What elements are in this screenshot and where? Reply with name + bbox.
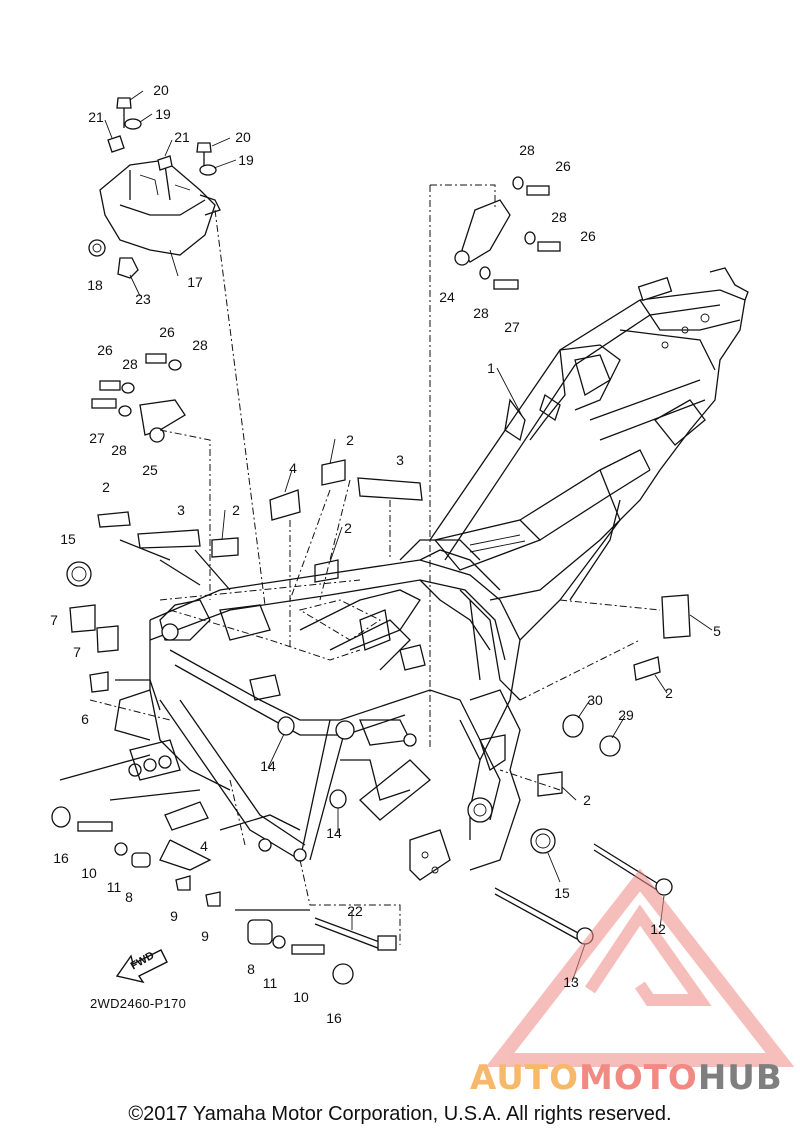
callout-24: 24 bbox=[439, 289, 455, 305]
main-frame bbox=[114, 539, 521, 881]
callout-28: 28 bbox=[473, 305, 489, 321]
callout-2: 2 bbox=[344, 520, 352, 536]
callout-7: 7 bbox=[50, 612, 58, 628]
reference-code: 2WD2460-P170 bbox=[90, 996, 187, 1011]
callout-8: 8 bbox=[247, 961, 255, 977]
callout-14: 14 bbox=[326, 825, 342, 841]
callout-27: 27 bbox=[89, 430, 105, 446]
callout-10: 10 bbox=[81, 865, 97, 881]
callout-27: 27 bbox=[504, 319, 520, 335]
callout-15: 15 bbox=[60, 531, 76, 547]
callout-28: 28 bbox=[111, 442, 127, 458]
callout-12: 12 bbox=[650, 921, 666, 937]
callout-3: 3 bbox=[396, 452, 404, 468]
callout-28: 28 bbox=[122, 356, 138, 372]
callout-4: 4 bbox=[200, 838, 208, 854]
callout-26: 26 bbox=[580, 228, 596, 244]
callout-20: 20 bbox=[153, 82, 169, 98]
callout-13: 13 bbox=[563, 974, 579, 990]
callout-28: 28 bbox=[192, 337, 208, 353]
callout-28: 28 bbox=[551, 209, 567, 225]
callout-2: 2 bbox=[102, 479, 110, 495]
callout-1: 1 bbox=[487, 360, 495, 376]
callout-21: 21 bbox=[174, 129, 190, 145]
callout-15: 15 bbox=[554, 885, 570, 901]
callout-17: 17 bbox=[187, 274, 203, 290]
callout-26: 26 bbox=[555, 158, 571, 174]
decals bbox=[69, 459, 691, 831]
watermark-auto: AUTO bbox=[470, 1058, 579, 1098]
callout-2: 2 bbox=[232, 502, 240, 518]
callout-26: 26 bbox=[159, 324, 175, 340]
fwd-arrow-icon bbox=[115, 949, 168, 984]
headstock-cover bbox=[88, 159, 221, 279]
callout-20: 20 bbox=[235, 129, 251, 145]
rear-subframe bbox=[429, 267, 749, 641]
callout-26: 26 bbox=[97, 342, 113, 358]
watermark-logo bbox=[485, 868, 795, 1067]
callout-10: 10 bbox=[293, 989, 309, 1005]
callout-16: 16 bbox=[326, 1010, 342, 1026]
callout-21: 21 bbox=[88, 109, 104, 125]
callout-22: 22 bbox=[347, 903, 363, 919]
callout-4: 4 bbox=[289, 460, 297, 476]
callout-14: 14 bbox=[260, 758, 276, 774]
callout-2: 2 bbox=[583, 792, 591, 808]
watermark-moto: MOTO bbox=[578, 1058, 698, 1098]
callout-9: 9 bbox=[201, 928, 209, 944]
callout-9: 9 bbox=[170, 908, 178, 924]
callout-5: 5 bbox=[713, 623, 721, 639]
hardware bbox=[51, 97, 673, 985]
leader-lines bbox=[59, 184, 661, 945]
callout-2: 2 bbox=[346, 432, 354, 448]
watermark-hub: HUB bbox=[697, 1058, 783, 1098]
callout-28: 28 bbox=[519, 142, 535, 158]
callout-11: 11 bbox=[106, 879, 122, 895]
callout-6: 6 bbox=[81, 711, 89, 727]
callout-30: 30 bbox=[587, 692, 603, 708]
callout-25: 25 bbox=[142, 462, 158, 478]
callout-8: 8 bbox=[125, 889, 133, 905]
callout-19: 19 bbox=[238, 152, 254, 168]
callout-2: 2 bbox=[665, 685, 673, 701]
callout-7: 7 bbox=[73, 644, 81, 660]
watermark-text: AUTOMOTOHUB bbox=[470, 1058, 783, 1098]
callout-16: 16 bbox=[53, 850, 69, 866]
callout-29: 29 bbox=[618, 707, 634, 723]
copyright-notice: ©2017 Yamaha Motor Corporation, U.S.A. A… bbox=[128, 1103, 672, 1125]
callout-11: 11 bbox=[262, 975, 278, 991]
callout-23: 23 bbox=[135, 291, 151, 307]
callout-3: 3 bbox=[177, 502, 185, 518]
callout-18: 18 bbox=[87, 277, 103, 293]
callout-19: 19 bbox=[155, 106, 171, 122]
callout-leaders bbox=[104, 90, 713, 983]
